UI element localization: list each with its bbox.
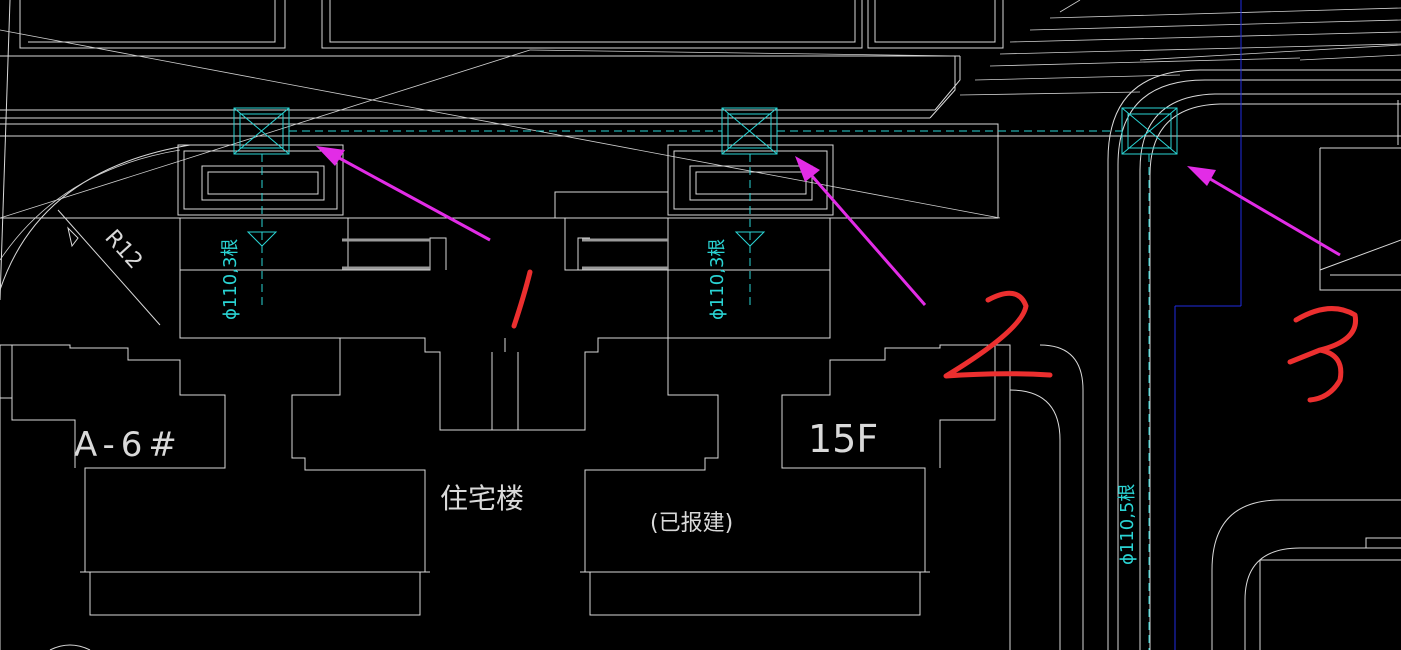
stair-units: [179, 191, 831, 339]
radius-label: R12: [100, 225, 148, 274]
site-road: [0, 29, 1401, 326]
arrow-2: [803, 167, 927, 306]
arrow-3-head: [1187, 166, 1216, 186]
arrow-1: [329, 151, 491, 242]
pipe-label-1: ϕ110,3根: [220, 239, 241, 320]
pipe-labels: ϕ110,3根 ϕ110,3根 ϕ110,5根: [220, 239, 1138, 565]
residential-building-outline: [0, 337, 1084, 650]
status-label: (已报建): [650, 511, 733, 536]
marker-2: [943, 290, 1053, 379]
building-labels: A-6# 15F 住宅楼 (已报建) R12: [74, 225, 878, 536]
handwritten-markers: [511, 269, 1359, 403]
pipe-label-2: ϕ110,3根: [707, 239, 728, 320]
building-id-label: A-6#: [74, 425, 183, 465]
right-lower-building: [1211, 499, 1401, 650]
arrow-2-head: [795, 156, 820, 182]
arrow-3: [1199, 171, 1341, 257]
floor-count-label: 15F: [808, 417, 878, 461]
top-structures: [0, 0, 1004, 301]
marker-1: [511, 269, 533, 329]
inspection-wells: [233, 107, 1178, 155]
property-boundary: [1174, 0, 1242, 650]
pipe-runs: [246, 130, 1150, 650]
arrow-1-head: [316, 146, 345, 166]
window-boxes: [177, 144, 834, 216]
right-road: [959, 0, 1401, 650]
building-type-label: 住宅楼: [440, 482, 524, 515]
annotation-arrows: [316, 146, 1341, 306]
marker-3: [1287, 306, 1359, 403]
pipe-label-3: ϕ110,5根: [1117, 484, 1138, 565]
